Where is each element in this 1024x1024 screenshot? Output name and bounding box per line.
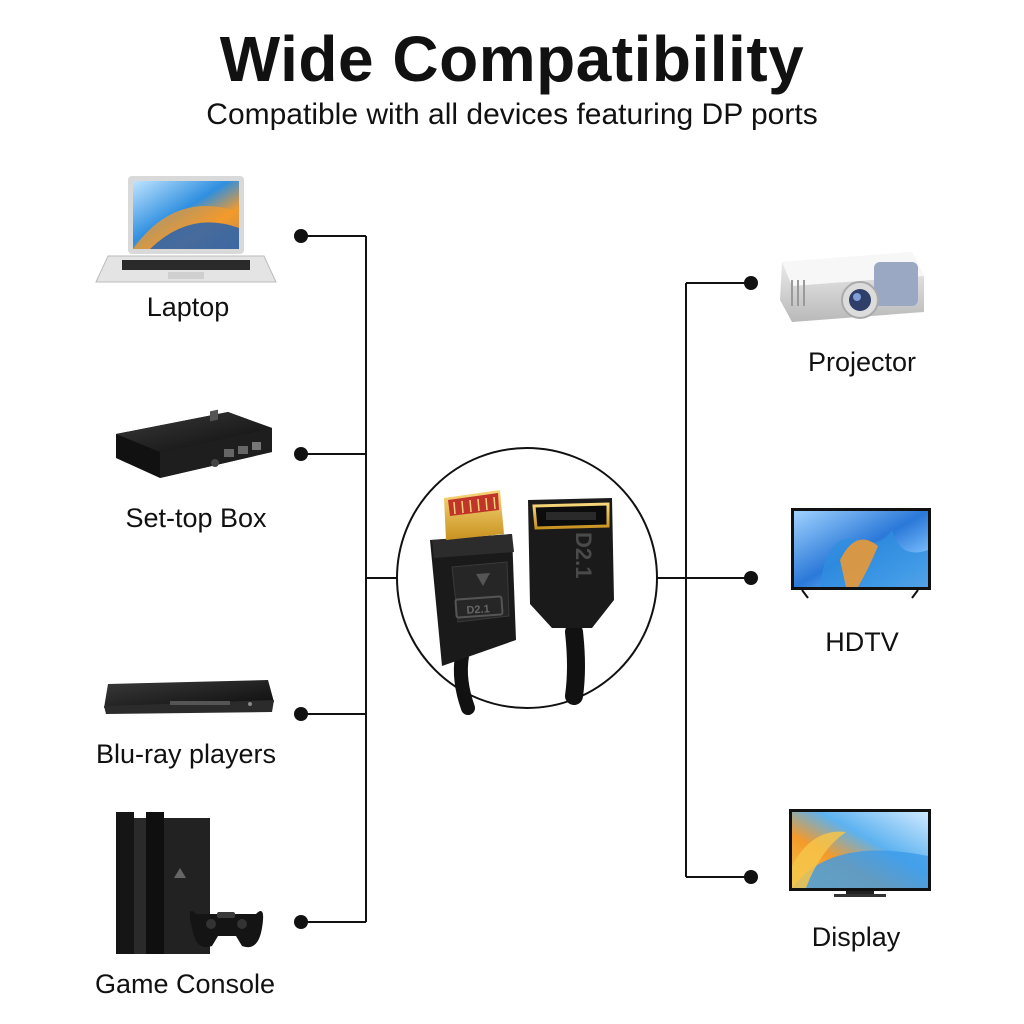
source-label-set-top-box: Set-top Box xyxy=(125,503,267,533)
game-console-icon xyxy=(116,812,264,954)
right-connector-dots xyxy=(744,276,758,884)
projector-icon xyxy=(780,252,924,322)
source-label-game-console: Game Console xyxy=(94,969,276,999)
female-connector-icon xyxy=(528,498,614,705)
output-label-display: Display xyxy=(811,922,901,952)
female-connector-badge: D2.1 xyxy=(571,532,596,578)
set-top-box-dot xyxy=(294,447,308,461)
right-connector-lines xyxy=(656,282,751,878)
source-label-blu-ray: Blu-ray players xyxy=(95,739,277,769)
laptop-dot xyxy=(294,229,308,243)
display-icon xyxy=(789,809,931,897)
hdtv-icon xyxy=(791,508,931,599)
source-label-laptop: Laptop xyxy=(146,292,230,322)
projector-dot xyxy=(744,276,758,290)
set-top-box-icon xyxy=(116,409,272,478)
display-dot xyxy=(744,870,758,884)
output-label-hdtv: HDTV xyxy=(825,627,899,657)
blu-ray-player-icon xyxy=(104,680,274,714)
male-connector-badge: D2.1 xyxy=(466,603,490,617)
game-console-dot xyxy=(294,915,308,929)
left-connector-lines xyxy=(301,235,398,923)
cable-circle: D2.1 D2.1 xyxy=(396,447,658,715)
male-connector-icon xyxy=(430,490,516,715)
laptop-icon xyxy=(95,176,277,283)
page-subtitle: Compatible with all devices featuring DP… xyxy=(206,98,818,131)
hdtv-dot xyxy=(744,571,758,585)
page-title: Wide Compatibility xyxy=(219,23,805,95)
blu-ray-dot xyxy=(294,707,308,721)
output-label-projector: Projector xyxy=(807,347,917,377)
left-connector-dots xyxy=(294,229,308,929)
